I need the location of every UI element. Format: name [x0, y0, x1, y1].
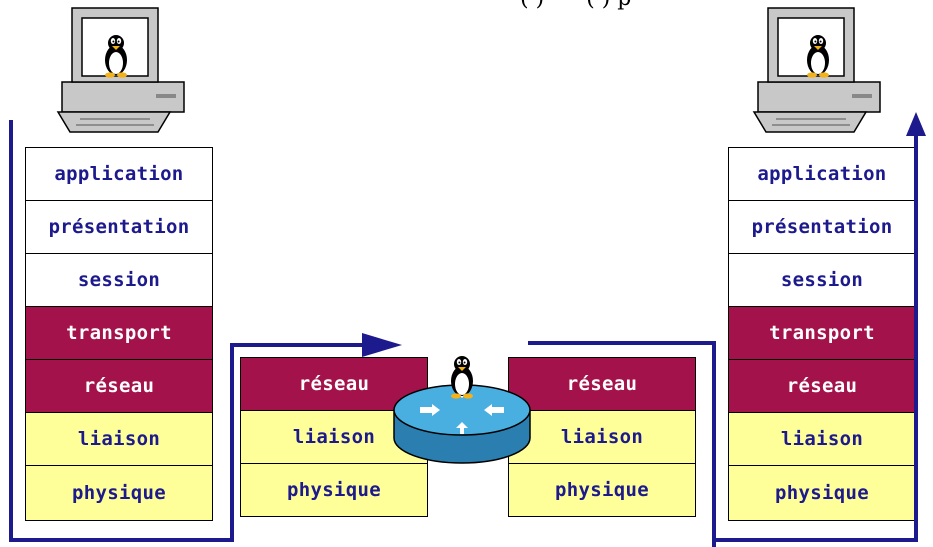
layer-physical: physique [25, 465, 213, 521]
layer-physical: physique [240, 463, 428, 517]
arrow-icon [906, 112, 926, 136]
layer-link: liaison [508, 410, 696, 464]
layer-network: réseau [728, 359, 916, 413]
data-path-line [9, 120, 370, 542]
data-path-line [528, 341, 716, 547]
layer-session: session [25, 253, 213, 307]
data-path-line [712, 135, 918, 547]
layer-application: application [25, 147, 213, 201]
layer-presentation: présentation [728, 200, 916, 254]
router-icon [393, 384, 531, 464]
layer-link: liaison [25, 412, 213, 466]
layer-physical: physique [508, 463, 696, 517]
computer-icon [752, 7, 881, 133]
top-caption: (·) ·····(·) p [520, 0, 850, 12]
layer-presentation: présentation [25, 200, 213, 254]
layer-network: réseau [508, 357, 696, 411]
layer-physical: physique [728, 465, 916, 521]
arrow-icon [362, 333, 402, 357]
layer-session: session [728, 253, 916, 307]
